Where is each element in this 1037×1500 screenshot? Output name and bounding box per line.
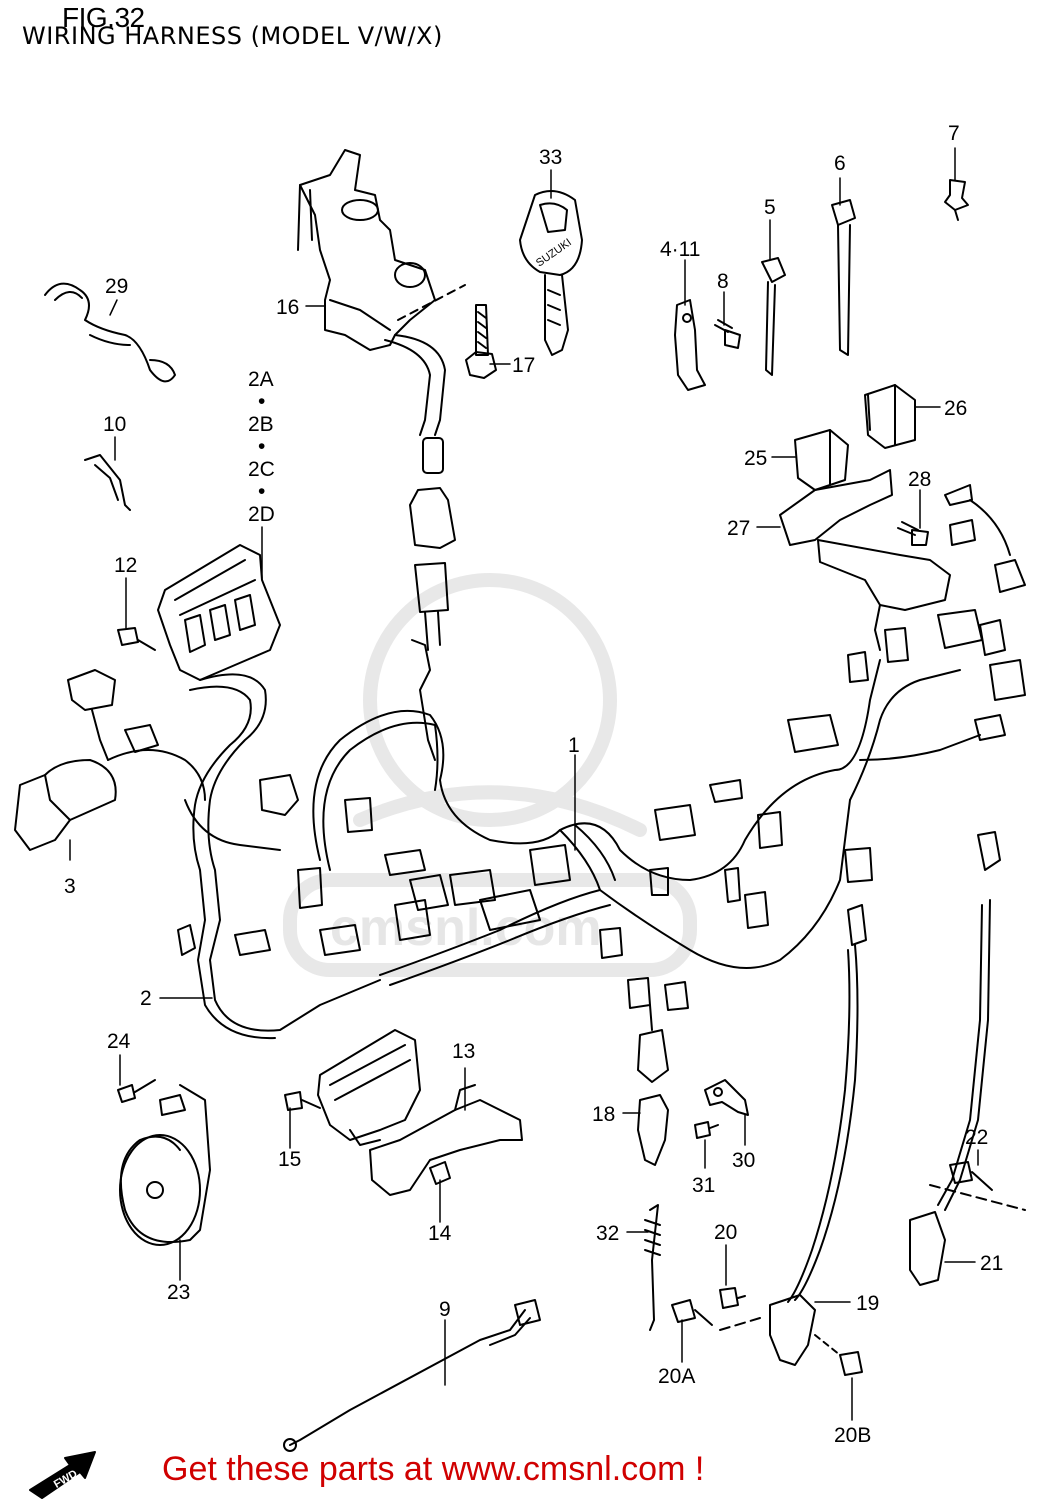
bolt-8 (714, 319, 741, 349)
callout-2b: 2B (248, 413, 274, 436)
bracket-4-11 (674, 299, 706, 391)
bolt-20a (671, 1299, 761, 1331)
figure-number: FIG.32 (62, 2, 145, 33)
screw-15 (284, 1091, 321, 1111)
relay-25 (794, 429, 849, 491)
key-33: SUZUKI (519, 190, 583, 356)
relay-26 (864, 384, 916, 449)
callout-17: 17 (512, 354, 535, 377)
ignition-switch (297, 149, 466, 436)
callout-dot-3: • (258, 480, 265, 503)
ground-cable-9 (283, 1299, 541, 1452)
callout-28: 28 (908, 468, 931, 491)
callout-3: 3 (64, 875, 76, 898)
callout-2c: 2C (248, 458, 275, 481)
fuse-box (157, 544, 281, 681)
nut-20b (814, 1334, 863, 1376)
callout-15: 15 (278, 1148, 301, 1171)
horn-23 (119, 1084, 211, 1246)
key-stamp: SUZUKI (534, 236, 574, 269)
fwd-arrow-icon (29, 1451, 96, 1499)
bolt-28 (897, 521, 929, 546)
bracket-30 (704, 1079, 749, 1116)
bracket-27 (779, 469, 1011, 651)
callout-13: 13 (452, 1040, 475, 1063)
sensor-18 (637, 1094, 669, 1166)
clip-7 (944, 179, 969, 221)
callout-23: 23 (167, 1281, 190, 1304)
sensor-19 (769, 904, 867, 1366)
callout-6: 6 (834, 152, 846, 175)
bolt-22 (949, 1161, 993, 1191)
fuse-box-lower (317, 1029, 421, 1146)
callout-33: 33 (539, 146, 562, 169)
fwd-label: FWD (52, 1468, 80, 1491)
callout-8: 8 (717, 270, 729, 293)
spring-32 (644, 1204, 661, 1331)
callout-18: 18 (592, 1103, 615, 1126)
callout-20: 20 (714, 1221, 737, 1244)
callout-4-11: 4·11 (660, 238, 700, 261)
callout-27: 27 (727, 517, 750, 540)
callout-30: 30 (732, 1149, 755, 1172)
callout-5: 5 (764, 196, 776, 219)
callout-16: 16 (276, 296, 299, 319)
callout-10: 10 (103, 413, 126, 436)
harness-connectors (259, 559, 1026, 1083)
bolt-20 (719, 1287, 746, 1309)
ignition-connector (409, 437, 456, 761)
screw-12 (117, 627, 156, 651)
callout-dot-2: • (258, 435, 265, 458)
bolt-24 (117, 1079, 156, 1103)
callout-20a: 20A (658, 1365, 695, 1388)
callout-21: 21 (980, 1252, 1003, 1275)
callout-2a: 2A (248, 368, 274, 391)
figure-subtitle: WIRING HARNESS (MODEL V/W/X) (22, 22, 443, 50)
sensor-21 (909, 831, 1026, 1286)
callout-2d: 2D (248, 503, 275, 526)
clamp-10 (84, 454, 131, 511)
cable-tie-6 (831, 199, 856, 356)
callout-12: 12 (114, 554, 137, 577)
callout-25: 25 (744, 447, 767, 470)
bolt-17 (465, 304, 497, 379)
screw-31 (694, 1121, 719, 1139)
harness-branch-2 (14, 669, 381, 1040)
clamp-29 (44, 282, 176, 383)
callout-22: 22 (965, 1126, 988, 1149)
callout-32: 32 (596, 1222, 619, 1245)
promo-link[interactable]: Get these parts at www.cmsnl.com ! (162, 1450, 705, 1488)
callout-1: 1 (568, 734, 580, 757)
callout-31: 31 (692, 1174, 715, 1197)
leader-lines (69, 147, 979, 1421)
watermark-text: cmsnl.com (330, 899, 602, 957)
callout-dot-1: • (258, 390, 265, 413)
callout-9: 9 (439, 1298, 451, 1321)
callout-19: 19 (856, 1292, 879, 1315)
callout-2: 2 (140, 987, 152, 1010)
watermark-logo (283, 573, 697, 977)
callout-29: 29 (105, 275, 128, 298)
callout-14: 14 (428, 1222, 452, 1245)
cable-tie-5 (761, 257, 786, 376)
callout-labels: 1 2 2A • 2B • 2C • 2D 3 4·11 5 6 7 8 9 1… (52, 122, 1004, 1491)
bracket-13 (369, 1084, 523, 1196)
callout-24: 24 (107, 1030, 131, 1053)
callout-26: 26 (944, 397, 967, 420)
callout-20b: 20B (834, 1424, 871, 1447)
callout-7: 7 (948, 122, 960, 145)
nut-14 (429, 1161, 451, 1185)
main-harness-1 (312, 659, 981, 986)
